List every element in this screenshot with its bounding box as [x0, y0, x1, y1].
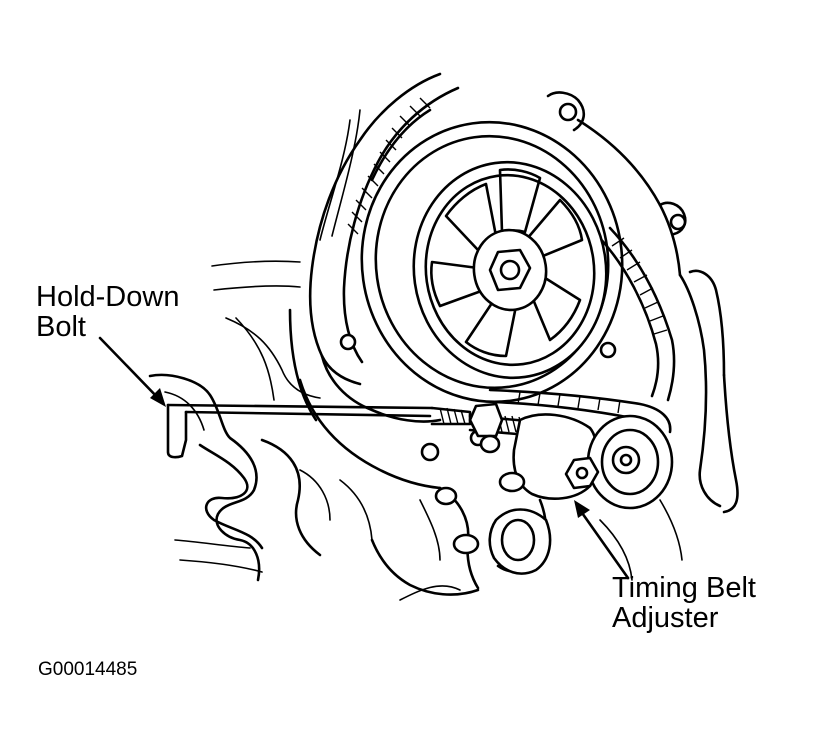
hold-down-bolt-label: Hold-Down Bolt [36, 282, 179, 343]
timing-belt-adjuster-label: Timing Belt Adjuster [612, 573, 756, 634]
timing-belt-adjuster-label-line2: Adjuster [612, 602, 719, 635]
timing-belt-adjuster-label-line1: Timing Belt [612, 572, 756, 604]
timing-belt [360, 120, 676, 434]
hold-down-bolt-label-line2: Bolt [36, 311, 86, 344]
hold-down-bolt-label-line1: Hold-Down [36, 281, 180, 313]
hold-down-bolt-leader [98, 336, 166, 407]
hold-down-bolt-tool [166, 402, 542, 459]
lower-engine-outline [299, 469, 683, 601]
timing-cover [288, 72, 739, 596]
belt-tensioner [434, 413, 674, 575]
figure-id: G00014485 [38, 659, 138, 680]
adjuster-leader [574, 500, 630, 580]
camshaft-sprocket [412, 160, 608, 380]
